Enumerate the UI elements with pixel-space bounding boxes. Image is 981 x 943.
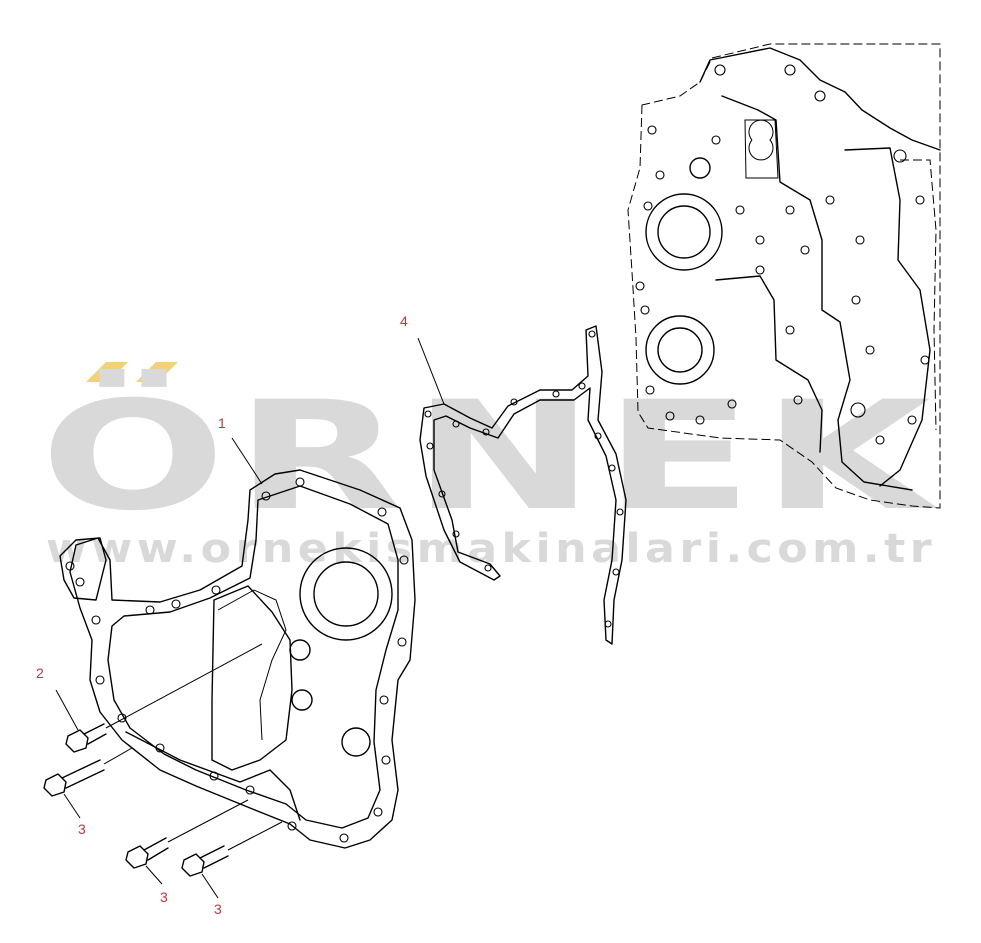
leader-line-bolt-long-b xyxy=(145,865,163,885)
front-cover-outline xyxy=(69,469,416,849)
watermark-brand: ÖRNEK xyxy=(40,368,940,544)
leader-line-gasket xyxy=(417,337,445,405)
callout-bolt-long-a: 3 xyxy=(78,821,86,837)
front-cover-boss-b xyxy=(291,689,313,711)
front-cover-bolt-holes xyxy=(65,477,409,843)
engine-block-large-bore-lower-inner xyxy=(657,327,703,373)
front-cover-cavity xyxy=(211,585,293,771)
bolt-short-shank xyxy=(83,723,107,745)
bolt-long-c-center-line xyxy=(227,821,283,851)
bolt-long-b-head xyxy=(125,845,149,869)
engine-block-large-bore-upper xyxy=(645,193,723,271)
front-cover-mounting-lug xyxy=(59,537,107,601)
bolt-long-b xyxy=(125,799,249,869)
engine-block-small-bore xyxy=(689,157,711,179)
bolt-long-c-head xyxy=(181,853,205,877)
bolt-long-a-center-line xyxy=(103,747,133,765)
watermark-accent-left xyxy=(86,362,128,382)
gasket-outline-outer xyxy=(419,325,627,645)
leader-line-front-cover xyxy=(231,437,263,485)
front-cover xyxy=(59,469,416,849)
leader-line-bolt-long-a xyxy=(63,793,81,819)
bolt-long-b-shank xyxy=(143,837,169,861)
engine-block-upper-deck xyxy=(699,47,941,151)
bolt-long-b-center-line xyxy=(167,799,249,843)
bolt-long-c xyxy=(181,821,283,877)
engine-block-rear-edge xyxy=(900,159,937,431)
leader-line-bolt-short xyxy=(55,689,79,731)
engine-block-side-casting xyxy=(844,147,931,487)
bolt-long-c-shank xyxy=(199,845,229,869)
callouts: 1 4 2 3 3 3 xyxy=(36,313,408,917)
callout-front-cover: 1 xyxy=(218,415,226,431)
bolt-long-a xyxy=(43,747,133,797)
engine-block-large-bore-upper-inner xyxy=(657,205,711,259)
callout-bolt-long-b: 3 xyxy=(160,889,168,905)
callout-bolt-short: 2 xyxy=(36,665,44,681)
engine-block-bolt-holes xyxy=(635,64,930,445)
gasket xyxy=(419,325,627,645)
bolt-long-a-shank xyxy=(61,759,105,789)
gasket-bolt-holes xyxy=(424,330,624,628)
front-cover-internal-gasket-line xyxy=(217,589,287,741)
engine-block-lower-web xyxy=(715,275,823,453)
front-cover-lower-rib xyxy=(125,731,301,821)
front-cover-inner-flange xyxy=(107,485,399,829)
bolt-long-a-head xyxy=(43,773,67,797)
leader-lines xyxy=(55,337,445,899)
engine-block-gear-housing xyxy=(721,95,913,491)
front-cover-pump-bore xyxy=(341,727,371,757)
watermark-accent-right xyxy=(136,362,178,382)
bolt-short xyxy=(65,643,263,753)
callout-bolt-long-c: 3 xyxy=(214,901,222,917)
watermark: ÖRNEK www.ornekismakinalari.com.tr xyxy=(40,362,940,572)
engine-block xyxy=(627,43,941,509)
callout-gasket: 4 xyxy=(400,313,408,329)
front-cover-boss-a xyxy=(289,639,311,661)
front-cover-seal-bore-inner xyxy=(313,561,379,627)
bolt-short-head xyxy=(65,729,89,753)
engine-block-water-pump xyxy=(744,119,779,179)
front-cover-seal-bore xyxy=(299,547,393,641)
bolt-short-center-line xyxy=(105,643,263,729)
engine-block-large-bore-lower xyxy=(645,315,715,385)
leader-line-bolt-long-c xyxy=(201,873,219,899)
